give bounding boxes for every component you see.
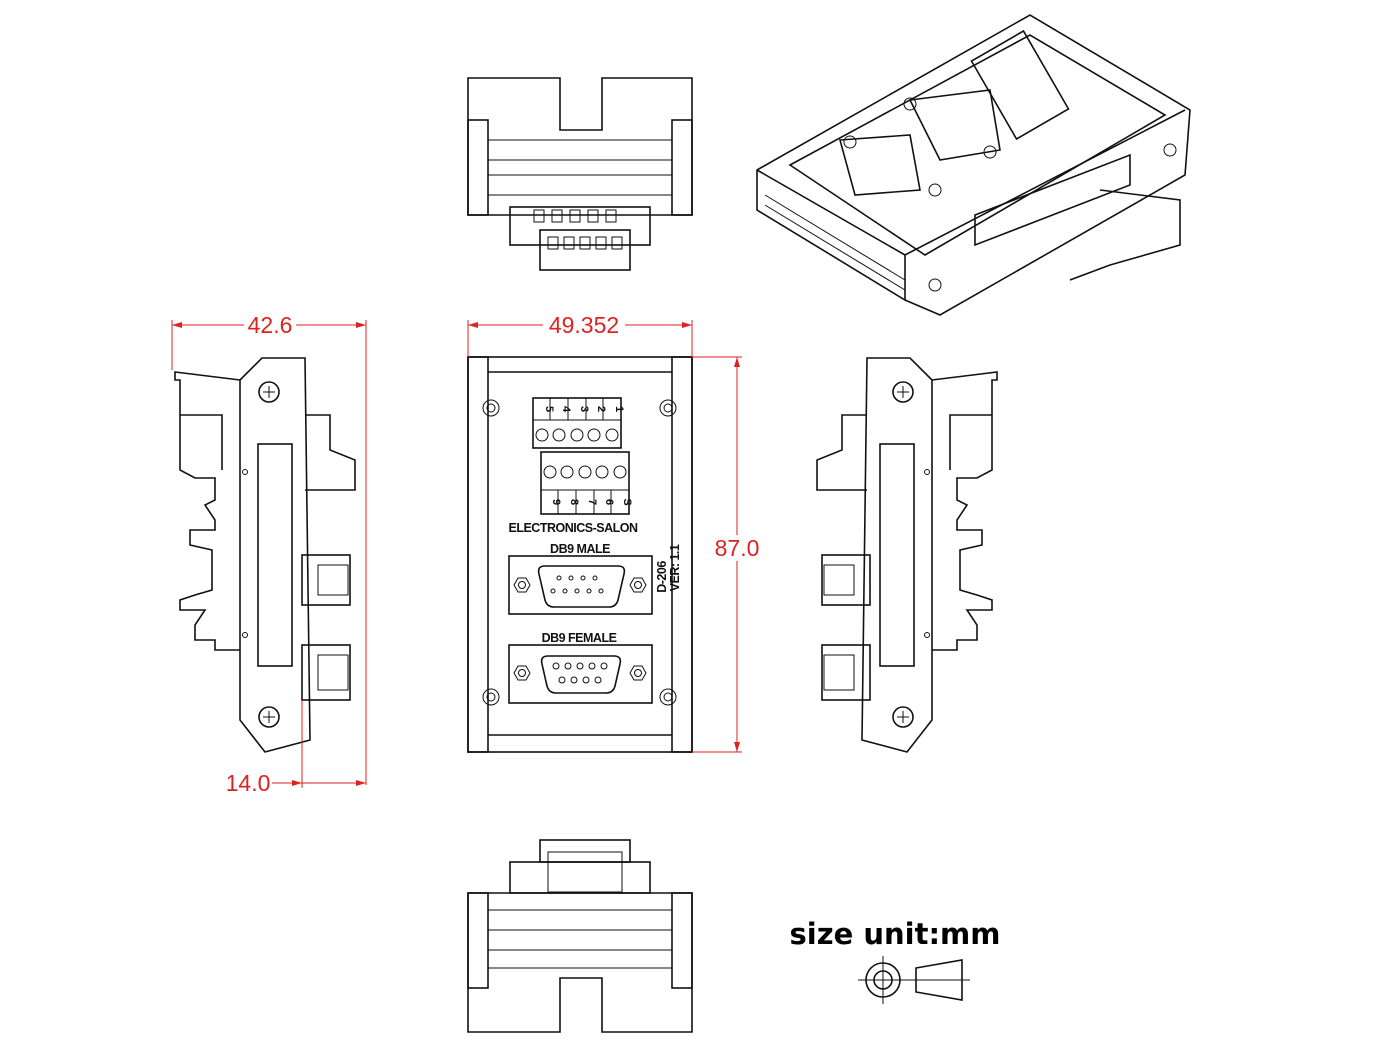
front-view: 5 4 3 2 1 9 8 7 6 S ELECTRONICS-SALON DB… (467, 356, 693, 753)
terminal-1: 1 (613, 406, 625, 412)
brand-label: ELECTRONICS-SALON (509, 521, 638, 535)
db9-female-label: DB9 FEMALE (542, 631, 617, 645)
size-unit-label: size unit:mm (790, 917, 1001, 951)
dim-49-352: 49.352 (549, 312, 619, 338)
db9-male-label: DB9 MALE (550, 542, 610, 556)
terminal-6: 6 (603, 499, 615, 505)
terminal-4: 4 (560, 406, 572, 413)
top-view (467, 77, 693, 271)
dimension-front-width: 49.352 (467, 312, 693, 357)
terminal-9: 9 (550, 499, 562, 505)
dim-42-6: 42.6 (248, 312, 293, 338)
terminal-s: S (621, 498, 633, 505)
dim-87-0: 87.0 (715, 535, 760, 561)
terminal-7: 7 (586, 499, 598, 505)
dim-14-0: 14.0 (226, 770, 271, 796)
dimension-rail-offset: 14.0 (226, 700, 366, 796)
isometric-view (756, 14, 1191, 316)
terminal-8: 8 (568, 499, 580, 505)
terminal-5: 5 (543, 406, 555, 412)
projection-symbol-icon (858, 956, 970, 1004)
left-side-view (174, 357, 356, 753)
model-label: D-206 (655, 561, 669, 593)
terminal-3: 3 (578, 406, 590, 412)
dimension-front-height: 87.0 (692, 356, 764, 753)
bottom-view (467, 839, 693, 1033)
terminal-2: 2 (595, 406, 607, 412)
dimension-side-depth: 42.6 (171, 312, 367, 785)
right-side-view (816, 357, 998, 753)
version-label: VER: 1.1 (668, 544, 682, 591)
